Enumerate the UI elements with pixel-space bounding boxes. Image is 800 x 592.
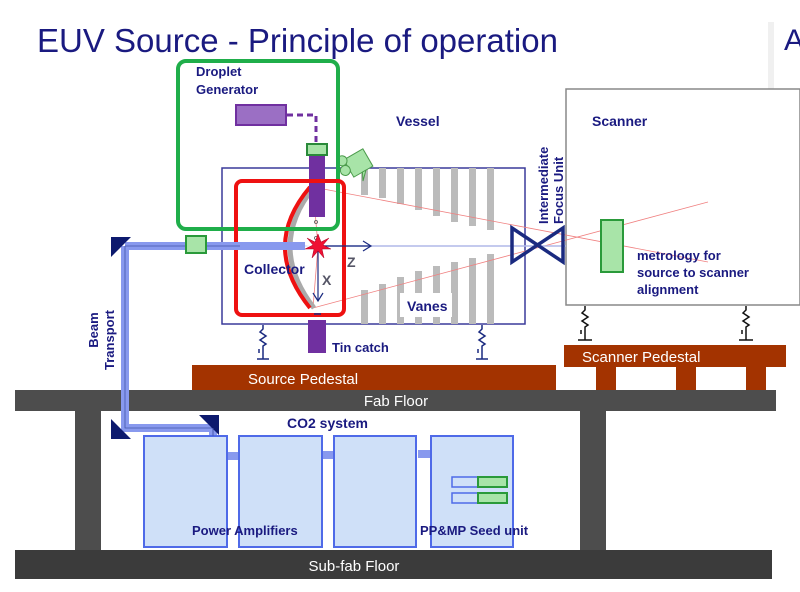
plasma-icon xyxy=(304,233,332,259)
beam-focus-cone xyxy=(240,242,310,250)
scanner-label: Scanner xyxy=(592,113,648,129)
scanner-pedestal-leg xyxy=(746,365,766,390)
power-amplifier-3 xyxy=(333,435,417,548)
fab-floor xyxy=(15,390,776,411)
svg-text:Beam: Beam xyxy=(86,312,101,347)
vanes-top xyxy=(361,168,494,230)
ray-inner-lower xyxy=(312,245,319,309)
vane xyxy=(415,168,422,210)
diagram-title: EUV Source - Principle of operation xyxy=(37,22,558,59)
metrology-label-1: metrology for xyxy=(637,248,721,263)
vanes-label-bg xyxy=(400,293,452,317)
source-pedestal xyxy=(192,365,556,390)
mirror-bottom-right xyxy=(199,415,219,435)
power-amplifier-1 xyxy=(143,435,228,548)
beam-window xyxy=(185,235,207,254)
z-axis-arrow xyxy=(362,240,373,252)
co2-connector xyxy=(227,452,241,460)
partial-title-glyph: A xyxy=(784,24,800,57)
seed-unit-box xyxy=(430,435,514,548)
tin-catch-label: Tin catch xyxy=(332,340,389,355)
vane xyxy=(469,258,476,324)
scanner-pedestal-leg xyxy=(676,365,696,390)
floor-pillar xyxy=(580,411,606,550)
beam-transport-label: Beam Transport xyxy=(86,309,117,370)
seed-unit-label: PP&MP Seed unit xyxy=(420,523,529,538)
metrology-label-2: source to scanner xyxy=(637,265,749,280)
vanes-label: Vanes xyxy=(407,298,448,314)
spring-icon xyxy=(476,325,488,360)
power-amplifiers-label: Power Amplifiers xyxy=(192,523,298,538)
co2-system-label: CO2 system xyxy=(287,415,368,431)
vane xyxy=(379,168,386,198)
co2-connector xyxy=(418,450,432,458)
vane xyxy=(361,168,368,195)
floor-pillar xyxy=(75,411,101,550)
mirror-bottom-left xyxy=(111,419,131,439)
x-axis-label: X xyxy=(322,272,332,288)
metrology-sensor xyxy=(600,219,624,273)
droplet-reservoir xyxy=(235,104,287,126)
seed-module-green xyxy=(477,476,508,488)
scanner-pedestal-leg xyxy=(596,365,616,390)
ray-upper xyxy=(317,187,709,263)
droplet-feed-line xyxy=(287,113,318,143)
spring-icon xyxy=(739,306,753,341)
co2-system xyxy=(143,435,514,548)
droplet xyxy=(314,220,318,224)
nozzle-cap xyxy=(306,143,328,156)
intermediate-focus-icon xyxy=(510,224,565,266)
subfab-floor-label: Sub-fab Floor xyxy=(309,558,400,575)
vane xyxy=(433,168,440,216)
vane xyxy=(397,168,404,204)
vane xyxy=(361,290,368,324)
droplet-generator-label-1: Droplet xyxy=(196,64,242,79)
scanner-pedestal-label: Scanner Pedestal xyxy=(582,349,700,366)
scanner-pedestal-top xyxy=(564,345,786,367)
intermediate-focus-label: Intermediate Focus Unit xyxy=(536,147,566,224)
vane xyxy=(379,284,386,324)
vane xyxy=(451,262,458,324)
mirror-top-left xyxy=(111,237,131,257)
vane xyxy=(487,254,494,324)
z-axis-label: Z xyxy=(347,254,356,270)
scanner-pedestal-step xyxy=(540,365,556,390)
power-amplifier-2 xyxy=(238,435,323,548)
seed-module-green xyxy=(477,492,508,504)
x-axis-arrow xyxy=(312,292,324,303)
spring-icon xyxy=(578,306,592,341)
scanner-pedestal xyxy=(540,345,786,390)
vane xyxy=(451,168,458,222)
metrology-label-3: alignment xyxy=(637,282,699,297)
vane xyxy=(469,168,476,226)
co2-connector xyxy=(322,451,336,459)
vessel-label: Vessel xyxy=(396,113,440,129)
droplet-generator-label-2: Generator xyxy=(196,82,258,97)
droplet-nozzle xyxy=(309,152,325,217)
spring-icon xyxy=(257,325,269,360)
svg-text:Focus Unit: Focus Unit xyxy=(551,156,566,224)
fab-floor-label: Fab Floor xyxy=(364,393,428,410)
svg-text:Intermediate: Intermediate xyxy=(536,147,551,224)
tin-catch xyxy=(308,320,326,353)
slide-edge xyxy=(768,22,774,97)
collector-label: Collector xyxy=(244,261,305,277)
source-pedestal-label: Source Pedestal xyxy=(248,371,358,388)
subfab-floor xyxy=(15,550,772,579)
svg-text:Transport: Transport xyxy=(102,309,117,370)
droplet-generator-box xyxy=(176,59,340,231)
vane xyxy=(487,168,494,230)
